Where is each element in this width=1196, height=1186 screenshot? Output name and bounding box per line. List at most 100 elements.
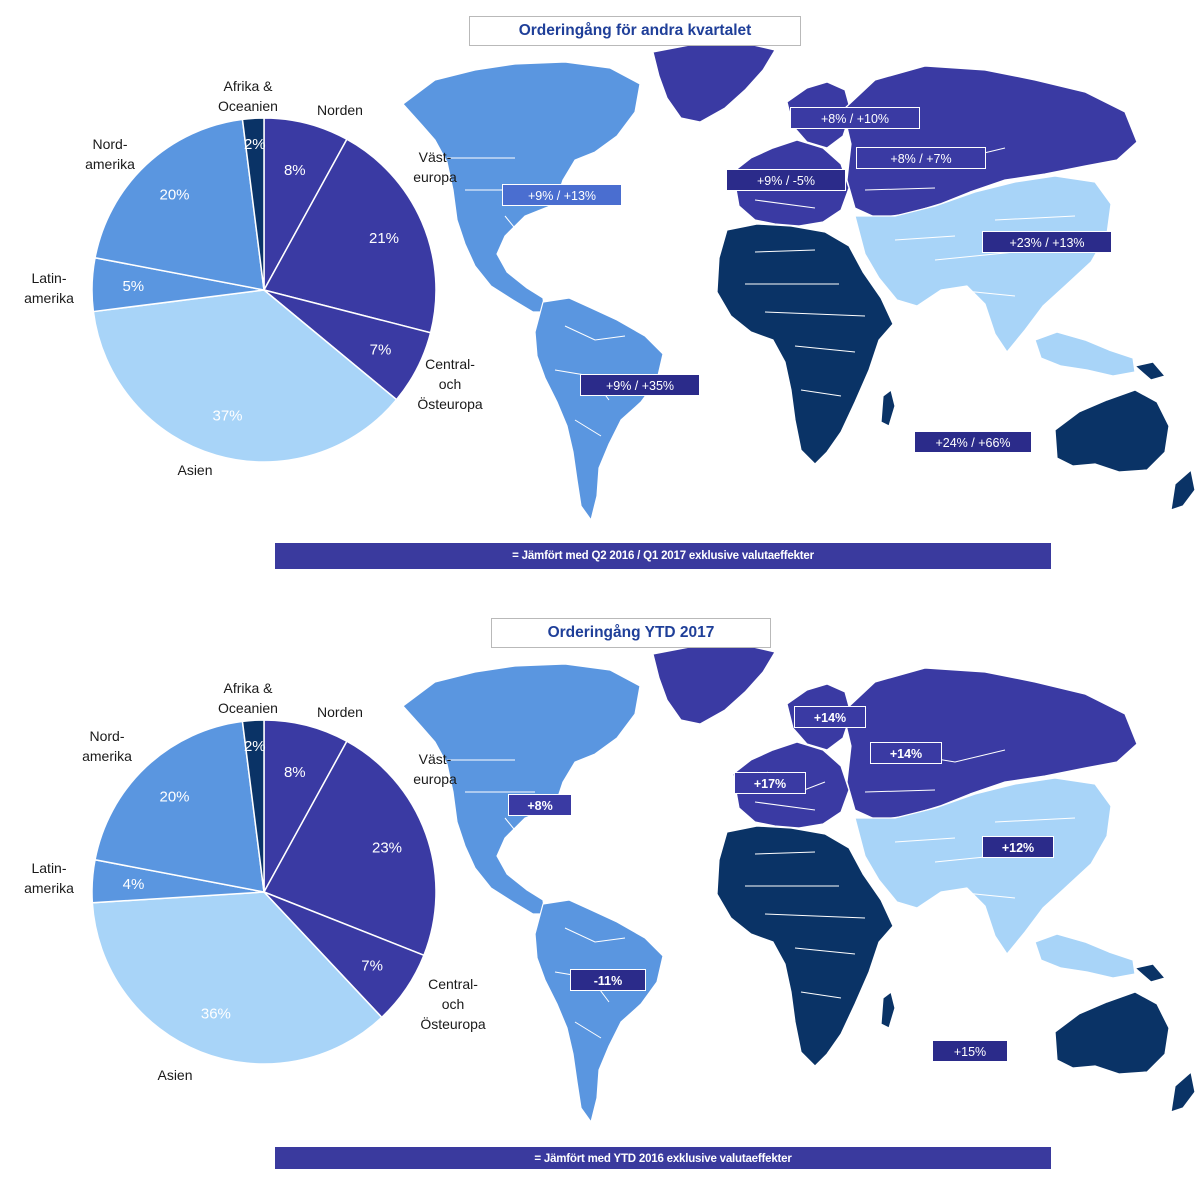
map-border-line <box>794 345 856 353</box>
map-region-africa <box>716 223 894 465</box>
map-border-line <box>894 837 956 843</box>
pie-slice-north-america <box>94 720 265 893</box>
pie-label-nordic: Norden <box>317 102 363 118</box>
panel-q2: 8% 21% 7% 37% 5% 20% 2% Orderingång för andra … <box>0 0 1196 584</box>
pie-label-latin-america: Latin- amerika <box>24 270 74 306</box>
pie-label-central-eastern-europe: Central- och Östeuropa <box>417 356 483 412</box>
pie-pct-latin-america: 4% <box>123 876 145 893</box>
map-border-line <box>764 913 866 919</box>
pie-label-north-america: Nord- amerika <box>85 136 135 172</box>
pie-pct-central-eastern-europe: 7% <box>361 958 383 975</box>
pie-label-asia: Asien <box>157 1067 193 1083</box>
map-label-western-europe: +17% <box>734 772 806 794</box>
pie-label-central-eastern-europe: Central- och Östeuropa <box>420 976 486 1032</box>
pie-pct-north-america: 20% <box>159 187 189 204</box>
map-border-line <box>754 199 816 209</box>
map-border-line <box>954 289 1016 297</box>
pie-pct-central-eastern-europe: 7% <box>370 341 392 358</box>
map-border-line <box>800 991 842 999</box>
pie-pct-western-europe: 21% <box>369 230 399 247</box>
map-border-line <box>994 215 1076 221</box>
map-border-line <box>934 251 1016 261</box>
pie-pct-asia: 36% <box>201 1006 231 1023</box>
map-region-new-zealand <box>1170 469 1196 511</box>
map-region-se-asia-islands <box>1034 933 1136 979</box>
map-border-line <box>574 1021 602 1039</box>
world-map-ytd <box>402 643 1196 1123</box>
pie-label-western-europe: Väst- europa <box>413 751 457 787</box>
map-border-line <box>894 235 956 241</box>
map-border-line <box>564 927 626 943</box>
map-border-line <box>574 419 602 437</box>
pie-slice-asia <box>92 289 398 463</box>
map-region-madagascar <box>880 389 896 427</box>
pie-label-latin-america: Latin- amerika <box>24 860 74 896</box>
pie-pct-africa-oceania: 2% <box>244 136 266 153</box>
map-border-line <box>754 851 816 855</box>
pie-label-africa-oceania: Afrika & Oceanien <box>218 680 278 716</box>
map-region-new-guinea <box>1134 963 1166 983</box>
pie-slice-africa-oceania <box>241 719 265 893</box>
map-label-central-eastern-europe: +14% <box>870 742 942 764</box>
pie-slice-north-america <box>94 118 265 291</box>
pie-slice-asia <box>91 891 383 1065</box>
map-label-nordic: +14% <box>794 706 866 728</box>
map-region-russia-cee <box>842 667 1138 821</box>
pie-pct-africa-oceania: 2% <box>244 738 266 755</box>
panel-ytd: 8% 23% 7% 36% 4% 20% 2% Orderingång YTD 2017 A… <box>0 602 1196 1186</box>
chart-title-q2: Orderingång för andra kvartalet <box>469 16 801 46</box>
footer-note-q2: = Jämfört med Q2 2016 / Q1 2017 exklusiv… <box>275 543 1051 569</box>
map-label-latin-america: +9% / +35% <box>580 374 700 396</box>
map-label-africa-oceania: +15% <box>932 1040 1008 1062</box>
map-border-line <box>800 389 842 397</box>
pie-pct-latin-america: 5% <box>122 278 144 295</box>
pie-chart-ytd: 8% 23% 7% 36% 4% 20% 2% <box>91 719 437 1065</box>
chart-title-ytd: Orderingång YTD 2017 <box>491 618 771 648</box>
pie-label-africa-oceania: Afrika & Oceanien <box>218 78 278 114</box>
map-region-greenland <box>652 643 776 725</box>
pie-pct-north-america: 20% <box>159 789 189 806</box>
map-label-north-america: +8% <box>508 794 572 816</box>
pie-pct-western-europe: 23% <box>372 840 402 857</box>
pie-pct-nordic: 8% <box>284 764 306 781</box>
pie-pct-asia: 37% <box>212 408 242 425</box>
map-border-line <box>864 187 936 191</box>
map-label-central-eastern-europe: +8% / +7% <box>856 147 986 169</box>
map-label-asia: +12% <box>982 836 1054 858</box>
map-border-line <box>954 891 1016 899</box>
map-border-line <box>754 801 816 811</box>
world-map-q2 <box>402 41 1196 521</box>
pie-label-nordic: Norden <box>317 704 363 720</box>
map-label-nordic: +8% / +10% <box>790 107 920 129</box>
map-region-se-asia-islands <box>1034 331 1136 377</box>
map-region-russia-cee <box>842 65 1138 219</box>
map-region-new-zealand <box>1170 1071 1196 1113</box>
map-region-south-america <box>534 899 664 1123</box>
map-border-line <box>994 817 1076 823</box>
pie-label-asia: Asien <box>177 462 213 478</box>
pie-slice-africa-oceania <box>241 117 265 291</box>
map-region-africa <box>716 825 894 1067</box>
map-border-line <box>564 325 626 341</box>
pie-pct-nordic: 8% <box>284 162 306 179</box>
map-region-asia <box>854 777 1112 955</box>
map-label-latin-america: -11% <box>570 969 646 991</box>
map-region-australia <box>1054 991 1170 1075</box>
map-border-line <box>794 947 856 955</box>
map-border-line <box>864 789 936 793</box>
map-label-asia: +23% / +13% <box>982 231 1112 253</box>
pie-label-western-europe: Väst- europa <box>413 149 457 185</box>
map-label-africa-oceania: +24% / +66% <box>914 431 1032 453</box>
pie-slice-western-europe <box>262 138 437 334</box>
footer-note-ytd: = Jämfört med YTD 2016 exklusive valutae… <box>275 1147 1051 1169</box>
map-label-north-america: +9% / +13% <box>502 184 622 206</box>
map-region-north-america <box>402 663 641 915</box>
map-region-madagascar <box>880 991 896 1029</box>
map-region-south-america <box>534 297 664 521</box>
map-region-asia <box>854 175 1112 353</box>
map-border-line <box>504 817 532 851</box>
map-border-line <box>764 311 866 317</box>
map-border-line <box>754 249 816 253</box>
map-region-australia <box>1054 389 1170 473</box>
pie-label-north-america: Nord- amerika <box>82 728 132 764</box>
